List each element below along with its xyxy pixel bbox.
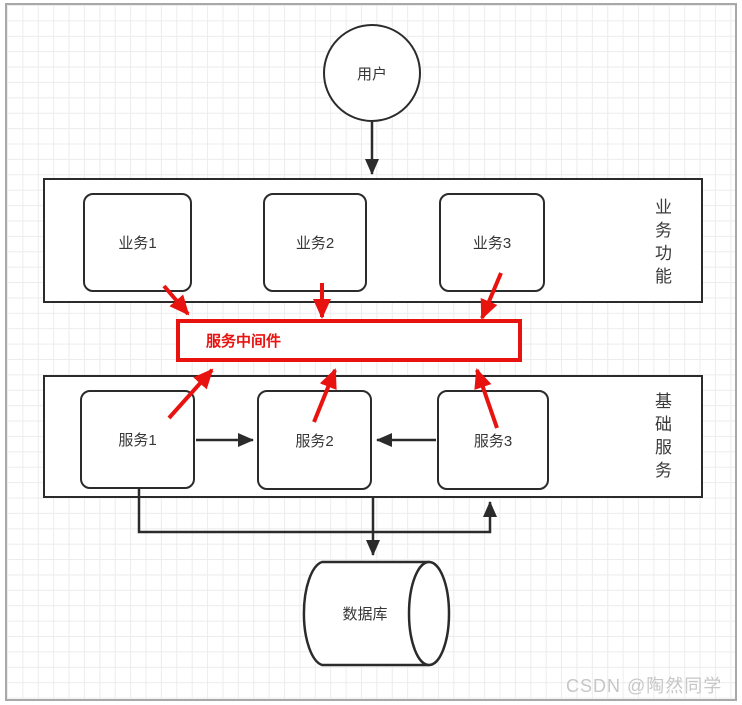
business1-label: 业务1 [118, 235, 157, 252]
database-label: 数据库 [342, 606, 388, 623]
service1-node: 服务1 [80, 390, 195, 489]
business3-label: 业务3 [472, 235, 512, 252]
middleware-node: 服务中间件 [176, 319, 522, 362]
user-node: 用户 [323, 24, 421, 122]
service3-node: 服务3 [437, 390, 549, 490]
business2-label: 业务2 [295, 235, 335, 252]
service3-label: 服务3 [473, 432, 513, 450]
middleware-label: 服务中间件 [206, 333, 282, 350]
business2-node: 业务2 [263, 193, 367, 292]
watermark-text: CSDN @陶然同学 [566, 676, 723, 696]
business-layer-label: 业务功能 [652, 198, 671, 290]
user-node-label: 用户 [356, 65, 387, 83]
service2-label: 服务2 [295, 432, 334, 450]
services-layer-label: 基础服务 [652, 392, 671, 484]
service2-node: 服务2 [257, 390, 372, 490]
business3-node: 业务3 [439, 193, 545, 292]
business1-node: 业务1 [83, 193, 192, 292]
service1-label: 服务1 [118, 432, 157, 449]
